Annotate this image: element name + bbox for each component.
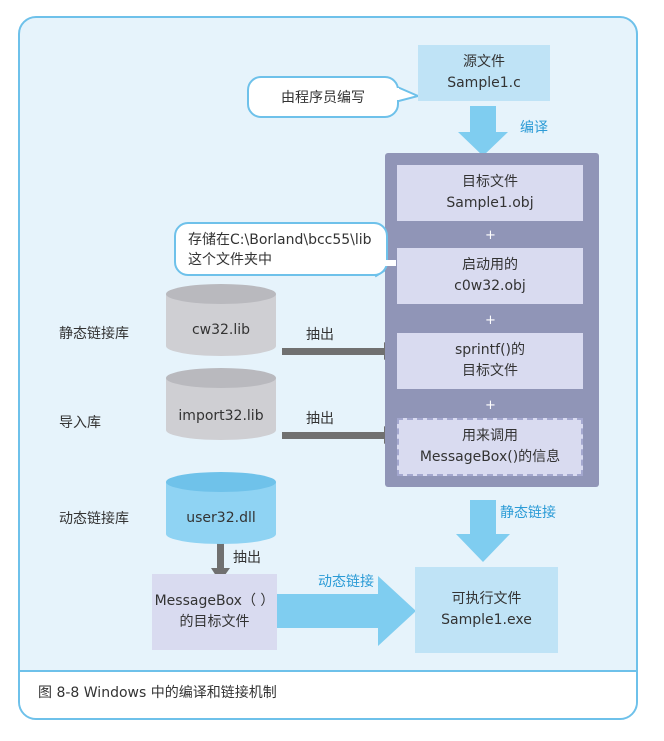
caption-bar: 图 8-8 Windows 中的编译和链接机制	[20, 670, 636, 718]
sprintf-object-box: sprintf()的 目标文件	[397, 333, 583, 389]
bubble-programmer-text: 由程序员编写	[281, 90, 365, 106]
executable-file-label: 可执行文件	[451, 591, 522, 607]
plus-sign-2: +	[485, 313, 496, 328]
dynamic-link-arrow	[277, 576, 416, 646]
compile-label: 编译	[520, 120, 548, 136]
plus-sign-1: +	[485, 228, 496, 243]
figure-caption: 图 8-8 Windows 中的编译和链接机制	[38, 685, 277, 701]
bubble-programmer: 由程序员编写	[247, 76, 399, 118]
extract-arrow-import	[282, 426, 398, 444]
bubble-location-line1: 存储在C:\Borland\bcc55\lib	[188, 232, 372, 248]
bubble-location: 存储在C:\Borland\bcc55\lib 这个文件夹中	[174, 222, 388, 276]
messagebox-object-line1: MessageBox（ ）	[154, 593, 275, 609]
bubble-location-tail-cover	[372, 260, 396, 266]
user32-dll-name: user32.dll	[186, 510, 256, 526]
bubble-location-line2: 这个文件夹中	[188, 252, 272, 268]
messagebox-object-box: MessageBox（ ） 的目标文件	[152, 574, 277, 650]
startup-object-label: 启动用的	[462, 257, 518, 273]
cw32-lib-name: cw32.lib	[191, 322, 251, 338]
startup-object-box: 启动用的 c0w32.obj	[397, 248, 583, 304]
static-link-label: 静态链接	[500, 505, 556, 521]
cylinder-user32-dll	[166, 472, 276, 544]
executable-file-name: Sample1.exe	[441, 612, 532, 628]
cylinder-import32-lib	[166, 368, 276, 440]
sprintf-object-name: 目标文件	[462, 363, 518, 379]
plus-sign-3: +	[485, 398, 496, 413]
extract-label-dll: 抽出	[233, 550, 261, 566]
dynamic-library-label: 动态链接库	[59, 511, 129, 527]
sprintf-object-label: sprintf()的	[454, 342, 526, 358]
bubble-tail-cover	[393, 88, 399, 100]
object-file-label: 目标文件	[462, 174, 518, 190]
extract-label-static: 抽出	[306, 327, 334, 343]
executable-file-box: 可执行文件 Sample1.exe	[415, 567, 558, 653]
cylinder-cw32-lib	[166, 284, 276, 356]
compile-arrow	[458, 106, 508, 156]
startup-object-name: c0w32.obj	[454, 278, 526, 294]
messagebox-object-line2: 的目标文件	[179, 614, 250, 630]
messagebox-info-box: 用来调用 MessageBox()的信息	[397, 418, 583, 476]
source-file-box: 源文件 Sample1.c	[418, 45, 550, 101]
dynamic-link-label: 动态链接	[318, 574, 374, 590]
messagebox-info-line1: 用来调用	[462, 428, 518, 444]
messagebox-info-line2: MessageBox()的信息	[419, 449, 561, 465]
extract-label-import: 抽出	[306, 411, 334, 427]
object-file-box: 目标文件 Sample1.obj	[397, 165, 583, 221]
object-file-name: Sample1.obj	[446, 195, 534, 211]
static-link-arrow	[456, 500, 510, 562]
static-library-label: 静态链接库	[59, 326, 129, 342]
extract-arrow-static	[282, 342, 398, 360]
import32-lib-name: import32.lib	[178, 408, 264, 424]
source-file-name: Sample1.c	[447, 75, 521, 91]
source-file-label: 源文件	[463, 54, 505, 70]
import-library-label: 导入库	[59, 415, 101, 431]
